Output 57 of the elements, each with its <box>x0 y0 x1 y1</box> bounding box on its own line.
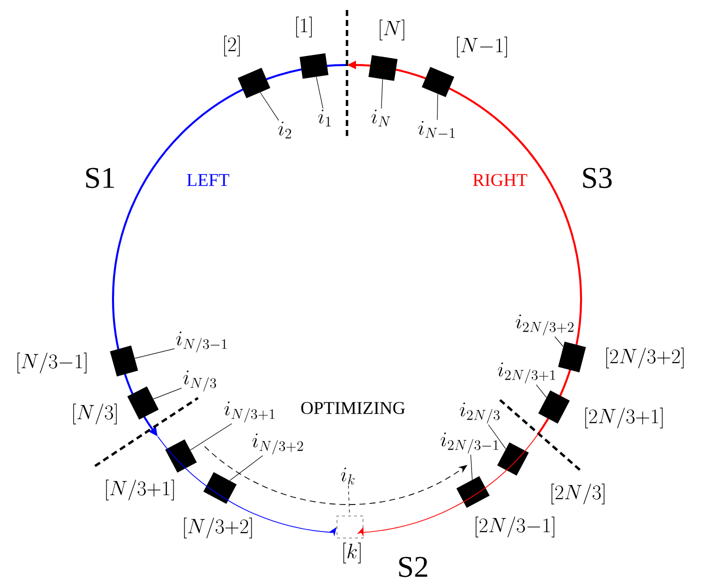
bracket-label: $[1]$ <box>296 16 312 38</box>
leader-line <box>381 78 383 109</box>
region-label: OPTIMIZING <box>301 402 405 414</box>
leader-line <box>230 455 263 481</box>
leader-line <box>536 384 547 398</box>
leader-line <box>316 76 324 109</box>
leader-line <box>134 348 175 359</box>
empty-slot <box>336 516 364 538</box>
bracket-label: $[N/3{+}1]$ <box>106 480 174 500</box>
section-label: S2 <box>399 556 428 578</box>
item-label: $i_2$ <box>278 122 292 138</box>
bracket-label: $[2N/3{-}1]$ <box>476 516 554 538</box>
item-label: $i_k$ <box>340 468 355 484</box>
item-label: $i_1$ <box>318 110 331 126</box>
item-label: $i_{2N/3+1}$ <box>498 362 556 384</box>
section-label: S3 <box>583 168 612 188</box>
item-label: $i_{2N/3-1}$ <box>440 432 498 454</box>
item-block <box>165 439 197 473</box>
region-label: RIGHT <box>473 174 528 186</box>
item-block <box>127 386 159 420</box>
item-block <box>300 53 328 79</box>
bracket-label: $[2N/3{+}2]$ <box>606 348 684 368</box>
item-block <box>497 442 529 476</box>
item-block <box>456 476 490 508</box>
item-label: $i_{N/3+2}$ <box>252 434 303 454</box>
item-label: $i_{2N/3}$ <box>460 402 500 424</box>
leader-line <box>436 94 438 120</box>
leader-line <box>190 423 232 450</box>
item-block <box>203 472 237 504</box>
leader-line <box>554 336 564 347</box>
item-label: $i_{N-1}$ <box>418 121 455 138</box>
region-label: LEFT <box>187 174 230 186</box>
item-block <box>110 346 138 376</box>
section-label: S1 <box>86 168 114 188</box>
bracket-label: $[N/3{-}1]$ <box>17 352 86 374</box>
item-label: $i_{2N/3+2}$ <box>516 314 574 336</box>
bracket-label: $[2N/3{+}1]$ <box>585 408 663 428</box>
item-label: $i_{N/3}$ <box>183 370 216 392</box>
item-block <box>368 55 398 81</box>
bracket-label: $[2N/3]$ <box>552 484 604 504</box>
leader-line <box>470 454 473 480</box>
item-block <box>558 342 586 372</box>
bracket-label: $[N{-}1]$ <box>457 36 507 58</box>
item-block <box>238 68 270 98</box>
item-block <box>538 390 570 424</box>
leader-line <box>260 92 279 121</box>
item-label: $i_N$ <box>371 110 390 126</box>
item-label: $i_{N/3+1}$ <box>224 402 274 422</box>
bracket-label: $[N/3]$ <box>73 404 117 424</box>
bracket-label: $[N/3{+}2]$ <box>184 518 252 538</box>
item-label: $i_{N/3-1}$ <box>176 332 227 352</box>
bracket-label: $[2]$ <box>224 36 240 56</box>
leader-line <box>153 388 182 400</box>
item-block <box>422 66 454 98</box>
bracket-label: $[k]$ <box>343 542 361 564</box>
leader-line <box>488 424 506 450</box>
bracket-label: $[N]$ <box>380 20 404 40</box>
